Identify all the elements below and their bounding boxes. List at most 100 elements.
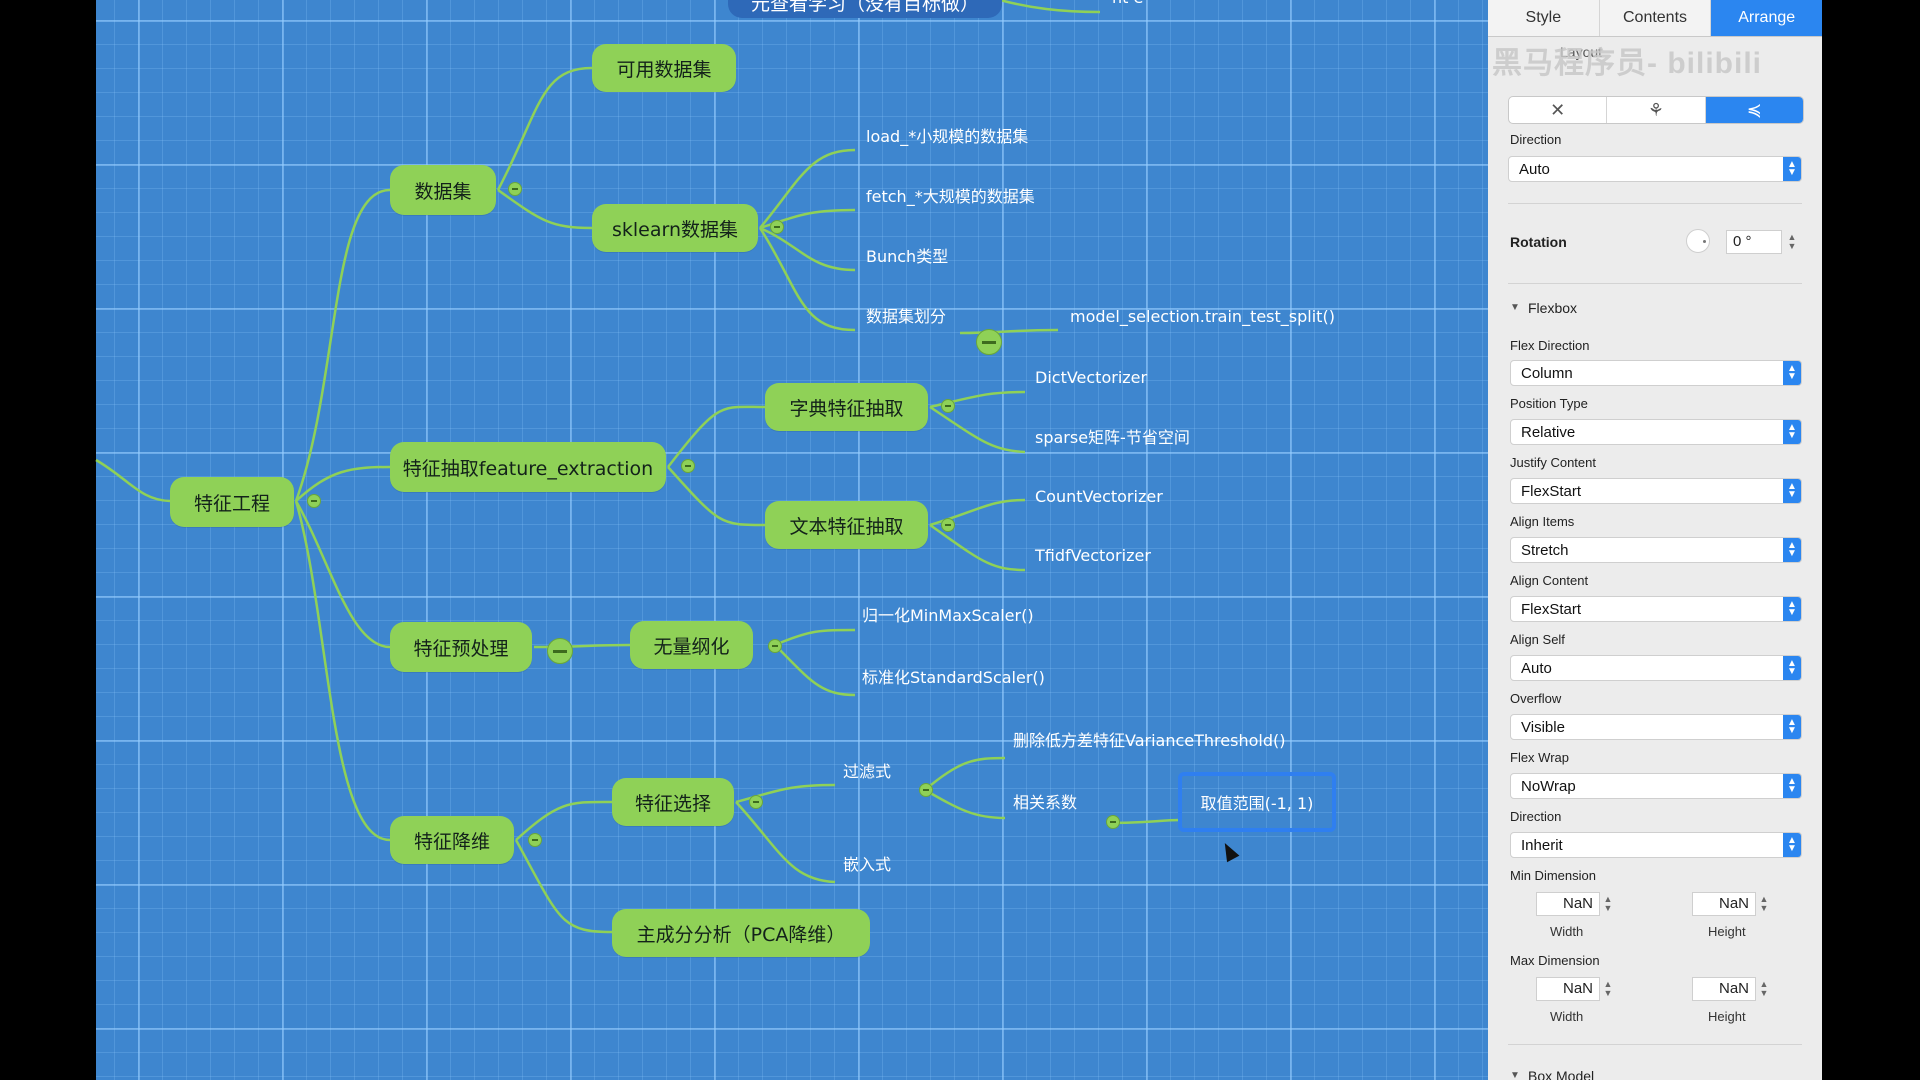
flexbox-section-title[interactable]: Flexbox: [1528, 300, 1578, 316]
direction-label: Direction: [1510, 132, 1562, 147]
collapse-handle-sklearn[interactable]: [770, 220, 784, 234]
max-width-stepper-icon[interactable]: ▲▼: [1603, 979, 1613, 998]
topic-text-extract[interactable]: 文本特征抽取: [765, 501, 928, 549]
collapse-handle-filter[interactable]: [919, 783, 933, 797]
max-dimension-label: Max Dimension: [1510, 953, 1600, 968]
max-height-input[interactable]: NaN: [1692, 977, 1756, 1001]
position-type-select[interactable]: Relative ▲▼: [1510, 419, 1802, 445]
leaf-dict-vectorizer[interactable]: DictVectorizer: [1035, 368, 1148, 387]
topic-extraction[interactable]: 特征抽取feature_extraction: [390, 442, 666, 492]
leaf-minmax[interactable]: 归一化MinMaxScaler(): [862, 606, 1034, 625]
chevron-updown-icon: ▲▼: [1783, 656, 1801, 680]
leaf-count-vectorizer[interactable]: CountVectorizer: [1035, 487, 1163, 506]
leaf-split-fn[interactable]: model_selection.train_test_split(): [1070, 307, 1335, 326]
topic-dataset[interactable]: 数据集: [390, 165, 496, 215]
leaf-load[interactable]: load_*小规模的数据集: [866, 127, 1029, 146]
collapse-handle-root[interactable]: [307, 494, 321, 508]
leaf-embedded[interactable]: 嵌入式: [843, 855, 892, 874]
chevron-updown-icon: ▲▼: [1783, 774, 1801, 798]
tree-layout-icon[interactable]: ⚘: [1607, 97, 1706, 123]
topic-root[interactable]: 特征工程: [170, 477, 294, 527]
collapse-handle-select[interactable]: [749, 795, 763, 809]
flex-wrap-select[interactable]: NoWrap ▲▼: [1510, 773, 1802, 799]
max-width-caption: Width: [1550, 1009, 1584, 1024]
max-height-stepper-icon[interactable]: ▲▼: [1759, 979, 1769, 998]
rotation-input[interactable]: 0 °: [1726, 230, 1782, 254]
overflow-select[interactable]: Visible ▲▼: [1510, 714, 1802, 740]
leaf-variance[interactable]: 删除低方差特征VarianceThreshold(): [1013, 731, 1286, 750]
topic-range-selected[interactable]: 取值范围(-1, 1): [1178, 772, 1336, 832]
collapse-handle-extraction[interactable]: [681, 459, 695, 473]
collapse-handle-dimensionless[interactable]: [768, 639, 782, 653]
chevron-updown-icon: ▲▼: [1783, 597, 1801, 621]
align-items-label: Align Items: [1510, 514, 1575, 529]
chevron-updown-icon: ▲▼: [1783, 715, 1801, 739]
disclosure-triangle-icon[interactable]: ▼: [1510, 302, 1520, 313]
disclosure-triangle-icon[interactable]: ▼: [1510, 1070, 1520, 1080]
topic-pca[interactable]: 主成分分析（PCA降维）: [612, 909, 870, 957]
box-model-section-title[interactable]: Box Model: [1528, 1068, 1595, 1080]
collapse-handle-dict[interactable]: [941, 399, 955, 413]
align-self-value: Auto: [1521, 659, 1552, 677]
divider: [1508, 203, 1802, 204]
direction-inherit-select[interactable]: Inherit ▲▼: [1510, 832, 1802, 858]
direction-inherit-value: Inherit: [1521, 836, 1563, 854]
collapse-handle-text[interactable]: [941, 518, 955, 532]
collapse-handle-preprocess[interactable]: [547, 638, 573, 664]
flex-direction-label: Flex Direction: [1510, 338, 1590, 353]
collapse-handle-dataset[interactable]: [508, 182, 522, 196]
top-right-partial[interactable]: nt e: [1112, 0, 1143, 8]
align-content-label: Align Content: [1510, 573, 1589, 588]
topic-select[interactable]: 特征选择: [612, 778, 734, 826]
leaf-corr[interactable]: 相关系数: [1013, 793, 1078, 812]
rotation-stepper-icon[interactable]: ▲▼: [1787, 232, 1797, 251]
topic-dimensionless[interactable]: 无量纲化: [630, 621, 753, 669]
tab-contents[interactable]: Contents: [1600, 0, 1712, 36]
topic-available[interactable]: 可用数据集: [592, 44, 736, 92]
align-content-select[interactable]: FlexStart ▲▼: [1510, 596, 1802, 622]
leaf-filter[interactable]: 过滤式: [843, 762, 892, 781]
align-self-select[interactable]: Auto ▲▼: [1510, 655, 1802, 681]
chevron-updown-icon: ▲▼: [1783, 361, 1801, 385]
rotation-dial-icon[interactable]: [1686, 229, 1710, 253]
watermark: 黑马程序员- bilibili: [1492, 47, 1762, 80]
leaf-split[interactable]: 数据集划分: [866, 307, 947, 326]
layout-label-partial: Layout: [1560, 44, 1603, 60]
leaf-bunch[interactable]: Bunch类型: [866, 247, 949, 266]
flex-direction-select[interactable]: Column ▲▼: [1510, 360, 1802, 386]
collapse-handle-corr[interactable]: [1106, 815, 1120, 829]
divider: [1508, 1044, 1802, 1045]
justify-content-label: Justify Content: [1510, 455, 1596, 470]
topic-dict-extract[interactable]: 字典特征抽取: [765, 383, 928, 431]
map-layout-icon[interactable]: ✕: [1509, 97, 1608, 123]
topic-reduce[interactable]: 特征降维: [390, 816, 514, 864]
topic-sklearn[interactable]: sklearn数据集: [592, 204, 758, 252]
min-width-stepper-icon[interactable]: ▲▼: [1603, 894, 1613, 913]
leaf-sparse[interactable]: sparse矩阵-节省空间: [1035, 428, 1190, 447]
leaf-tfidf-vectorizer[interactable]: TfidfVectorizer: [1035, 546, 1151, 565]
flex-wrap-label: Flex Wrap: [1510, 750, 1569, 765]
inspector-tabs: Style Contents Arrange: [1488, 0, 1822, 37]
max-width-input[interactable]: NaN: [1536, 977, 1600, 1001]
align-content-value: FlexStart: [1521, 600, 1582, 618]
collapse-handle-reduce[interactable]: [528, 833, 542, 847]
leaf-standard[interactable]: 标准化StandardScaler(): [862, 668, 1045, 687]
chevron-updown-icon: ▲▼: [1783, 479, 1801, 503]
tab-arrange[interactable]: Arrange: [1711, 0, 1822, 36]
leaf-fetch[interactable]: fetch_*大规模的数据集: [866, 187, 1035, 206]
direction-select[interactable]: Auto ▲▼: [1508, 156, 1802, 182]
divider: [1508, 283, 1802, 284]
position-type-label: Position Type: [1510, 396, 1588, 411]
logic-layout-icon[interactable]: ≼: [1705, 97, 1803, 123]
collapse-handle-split[interactable]: [976, 329, 1002, 355]
min-dimension-label: Min Dimension: [1510, 868, 1596, 883]
topic-preprocess[interactable]: 特征预处理: [390, 622, 532, 672]
tab-style[interactable]: Style: [1488, 0, 1600, 36]
min-height-input[interactable]: NaN: [1692, 892, 1756, 916]
top-topic-partial[interactable]: 元查看学习（没有目标做）: [728, 0, 1002, 18]
align-items-select[interactable]: Stretch ▲▼: [1510, 537, 1802, 563]
min-width-caption: Width: [1550, 924, 1584, 939]
min-width-input[interactable]: NaN: [1536, 892, 1600, 916]
justify-content-select[interactable]: FlexStart ▲▼: [1510, 478, 1802, 504]
min-height-stepper-icon[interactable]: ▲▼: [1759, 894, 1769, 913]
